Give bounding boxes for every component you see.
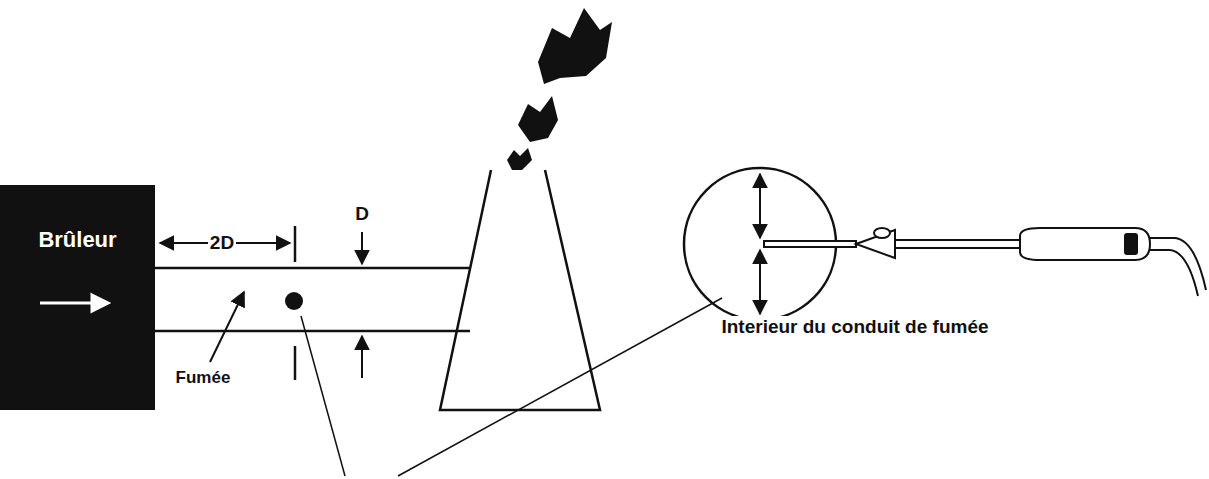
node-text: Brûleur <box>38 227 116 253</box>
smoke <box>507 8 612 170</box>
probe <box>764 228 1206 296</box>
burner-box: Brûleur <box>0 185 155 410</box>
chimney <box>440 170 600 410</box>
dimension-label: D <box>353 203 371 225</box>
caption-label: Interieur du conduit de fumée <box>719 316 990 338</box>
flow-label: Fumée <box>174 368 233 388</box>
tick-line <box>294 346 297 380</box>
flow-arrow <box>30 288 150 318</box>
tick-line <box>294 226 297 262</box>
dimension-arrow <box>759 174 761 238</box>
duct-wall <box>155 267 470 270</box>
leader-line <box>301 316 345 476</box>
dimension-arrow <box>361 232 363 264</box>
dimension-arrow <box>759 250 761 314</box>
pointer-arrow <box>210 292 244 362</box>
dimension-arrow <box>361 336 363 378</box>
duct-wall <box>155 330 470 333</box>
leader-line <box>398 298 722 476</box>
dimension-label: 2D <box>208 232 236 254</box>
sample-point <box>285 292 303 310</box>
